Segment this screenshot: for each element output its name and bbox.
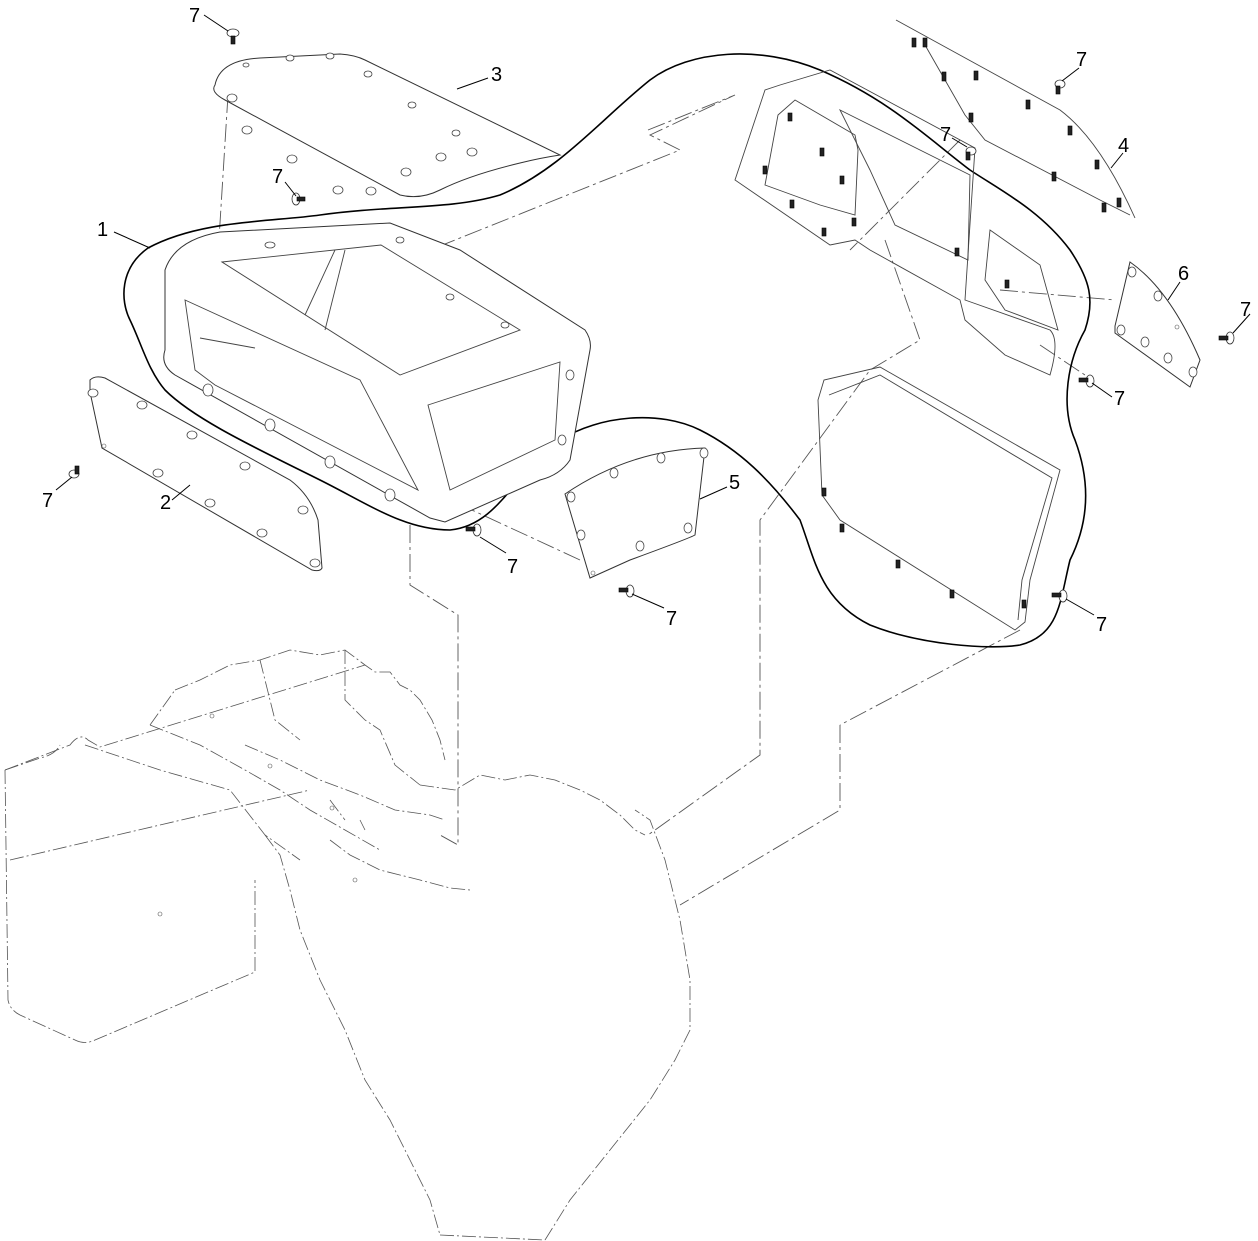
rivet-clips-dash [762,112,1010,289]
leader-line-c7i [631,593,665,609]
rivet-icon[interactable] [1051,589,1068,603]
rivet-clips-strip [911,37,1122,213]
callout-7j: 7 [1096,614,1107,636]
rivet-icon[interactable] [1054,79,1066,95]
rivet-icon[interactable] [1078,374,1095,388]
callout-7g: 7 [42,490,53,512]
leader-line-c1 [113,231,151,249]
callout-1: 1 [97,219,108,241]
leader-line-c7f [1091,382,1113,398]
part-7-push-rivets [68,28,1235,603]
rivet-icon[interactable] [226,28,240,45]
lower-right-frame [817,366,1061,631]
part-5-side-access-panel[interactable] [564,447,709,579]
callout-7e: 7 [1240,299,1251,321]
part-1-main-panel-assembly[interactable] [163,222,591,523]
callout-7c: 7 [1076,49,1087,71]
rivet-clips-frame [821,487,1027,609]
callout-labels: 1 2 3 4 5 6 7 7 7 7 7 7 7 7 7 7 [42,5,1251,636]
leader-line-c7b [284,181,297,197]
callout-leaders [55,14,1251,616]
leader-line-c7g [55,476,73,491]
leader-line-c7d [951,137,968,148]
leader-line-c5 [699,486,728,500]
leader-line-c7c [1061,67,1080,82]
callout-7h: 7 [507,556,518,578]
rivet-icon[interactable] [68,465,80,479]
callout-3: 3 [491,64,502,86]
part-6-right-side-cover[interactable] [1114,261,1201,388]
leader-line-c7e [1232,313,1251,334]
dash-panel-right [734,69,1059,376]
rivet-icon[interactable] [465,523,482,537]
callout-2: 2 [160,492,171,514]
leader-line-c7j [1065,598,1095,616]
rivet-icon[interactable] [618,584,635,598]
leader-line-c4 [1110,152,1124,169]
leader-line-c2 [171,484,191,501]
part-2-front-cover-panel[interactable] [87,376,323,572]
callout-7b: 7 [272,166,283,188]
callout-7i: 7 [666,608,677,630]
leader-line-c3 [456,77,489,90]
assembly-boundary-outline [123,53,1091,648]
callout-6: 6 [1178,263,1189,285]
leader-line-c6 [1167,281,1181,301]
leader-line-c7a [203,14,229,32]
rivet-icon[interactable] [1218,331,1235,345]
reference-console-ghost [4,649,691,1241]
rivet-icon[interactable] [965,146,977,161]
leader-line-c7h [479,536,507,554]
callout-7a: 7 [189,5,200,27]
callout-7d: 7 [940,124,951,146]
callout-4: 4 [1118,135,1129,157]
rivet-icon[interactable] [291,192,306,206]
callout-7f: 7 [1114,388,1125,410]
callout-5: 5 [729,472,740,494]
part-4-side-trim-strip[interactable] [895,19,1136,219]
part-3-top-cover-panel[interactable] [213,52,562,198]
